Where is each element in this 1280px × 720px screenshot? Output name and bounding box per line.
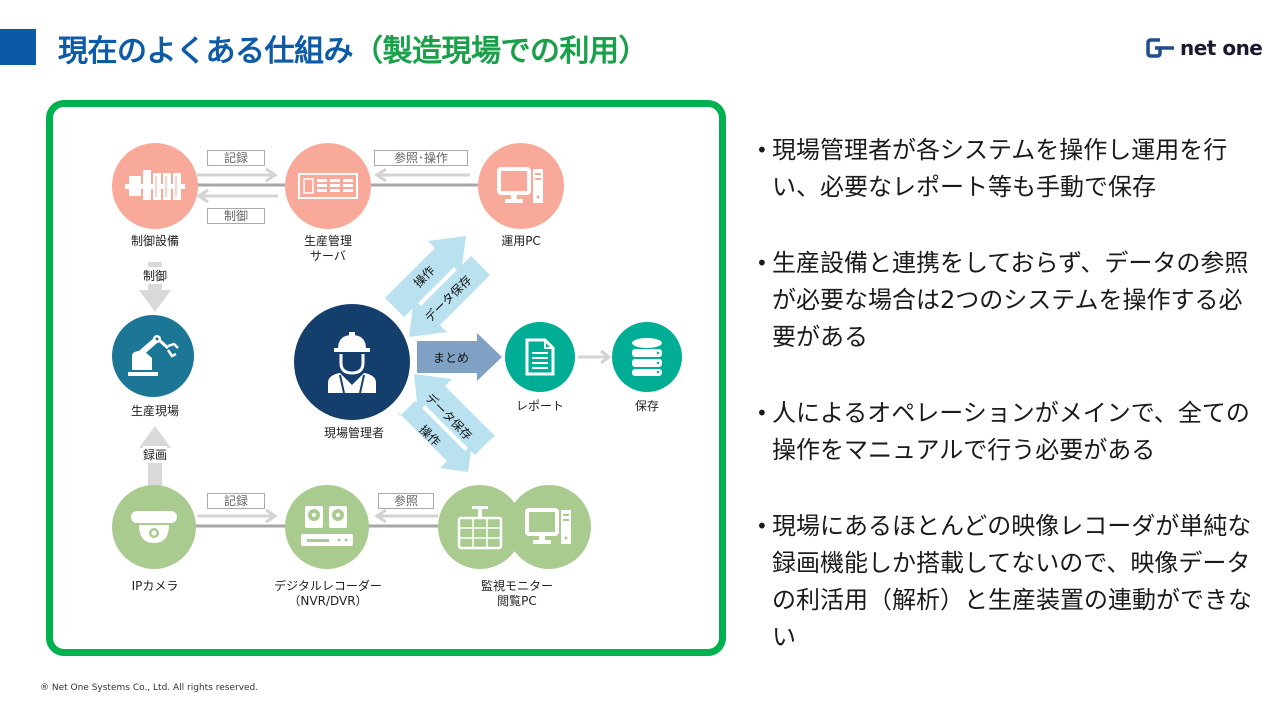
reference-operate-arrow <box>374 167 470 183</box>
summarize-arrow <box>417 333 502 381</box>
label-recorder: デジタルレコーダー （NVR/DVR） <box>274 579 382 609</box>
logo-text: net one <box>1180 36 1263 60</box>
label-ip-camera: IPカメラ <box>131 579 179 593</box>
company-logo: net one <box>1146 36 1263 60</box>
flow-label-summarize: まとめ <box>433 351 470 365</box>
record-arrow-top <box>197 167 278 183</box>
label-production-server-line2: サーバ <box>310 249 346 263</box>
tag-reference-bottom: 参照 <box>378 493 434 509</box>
title-main: 現在のよくある仕組み <box>58 34 354 69</box>
node-recorder <box>285 485 369 569</box>
control-arrow-top <box>196 188 278 204</box>
netone-logo-icon <box>1146 38 1174 58</box>
nvr-recorder-icon <box>301 506 353 546</box>
flow-label-record-up: 録画 <box>142 446 168 463</box>
tag-record-top: 記録 <box>207 150 265 166</box>
title-accent-bar <box>0 29 36 65</box>
operate-arrow-bottom <box>397 401 472 472</box>
node-viewing-pc <box>507 485 591 569</box>
label-monitor: 監視モニター 閲覧PC <box>481 579 553 609</box>
label-production-server: 生産管理 サーバ <box>304 234 352 264</box>
document-icon <box>525 338 555 376</box>
label-recorder-line2: （NVR/DVR） <box>288 594 368 608</box>
label-monitor-line2: 閲覧PC <box>497 594 537 608</box>
worker-helmet-icon <box>328 332 376 394</box>
data-save-arrow-bottom <box>414 374 495 455</box>
page-title: 現在のよくある仕組み（製造現場での利用） <box>58 26 649 70</box>
copyright-footer: ® Net One Systems Co., Ltd. All rights r… <box>40 683 259 693</box>
label-production-site: 生産現場 <box>130 404 180 418</box>
node-storage <box>612 322 682 392</box>
label-production-server-line1: 生産管理 <box>303 234 353 248</box>
tag-record-bottom: 記録 <box>207 493 265 509</box>
title-highlight: （製造現場での利用） <box>353 34 649 69</box>
label-operation-pc: 運用PC <box>501 234 541 248</box>
bullet-item: 現場にあるほとんどの映像レコーダが単純な録画機能しか搭載してないので、映像データ… <box>756 508 1258 656</box>
label-report: レポート <box>515 399 565 413</box>
label-control-equipment: 制御設備 <box>130 234 180 248</box>
node-control-equipment <box>112 143 198 229</box>
label-recorder-line1: デジタルレコーダー <box>274 579 382 593</box>
record-arrow-bottom <box>197 508 278 524</box>
plc-icon <box>125 170 185 200</box>
database-icon <box>632 338 662 376</box>
node-production-site <box>112 315 194 397</box>
tag-control-top: 制御 <box>207 208 265 224</box>
bullet-item: 現場管理者が各システムを操作し運用を行い、必要なレポート等も手動で保存 <box>756 132 1258 206</box>
tag-reference-operate: 参照･操作 <box>374 150 468 166</box>
node-production-server <box>285 143 371 229</box>
node-ip-camera <box>112 485 196 569</box>
dome-camera-icon <box>131 511 177 543</box>
reference-arrow-bottom <box>374 508 438 524</box>
report-to-storage-arrow <box>578 349 612 365</box>
video-wall-icon <box>457 506 503 550</box>
data-save-arrow-top <box>409 256 490 337</box>
bullet-item: 人によるオペレーションがメインで、全ての操作をマニュアルで行う必要がある <box>756 395 1258 469</box>
label-monitor-line1: 監視モニター <box>480 579 554 593</box>
server-icon <box>298 173 358 199</box>
node-operation-pc <box>478 143 564 229</box>
robot-arm-icon <box>128 335 179 376</box>
desktop-pc-icon <box>525 508 571 544</box>
bullet-list: 現場管理者が各システムを操作し運用を行い、必要なレポート等も手動で保存 生産設備… <box>756 132 1258 695</box>
flow-label-control-down: 制御 <box>142 267 168 284</box>
label-site-manager: 現場管理者 <box>323 426 385 440</box>
label-storage: 保存 <box>634 399 660 413</box>
desktop-pc-icon <box>497 167 543 203</box>
node-report <box>505 322 575 392</box>
operate-arrow-top <box>385 236 466 317</box>
bullet-item: 生産設備と連携をしておらず、データの参照が必要な場合は2つのシステムを操作する必… <box>756 245 1258 356</box>
node-site-manager <box>294 304 410 420</box>
